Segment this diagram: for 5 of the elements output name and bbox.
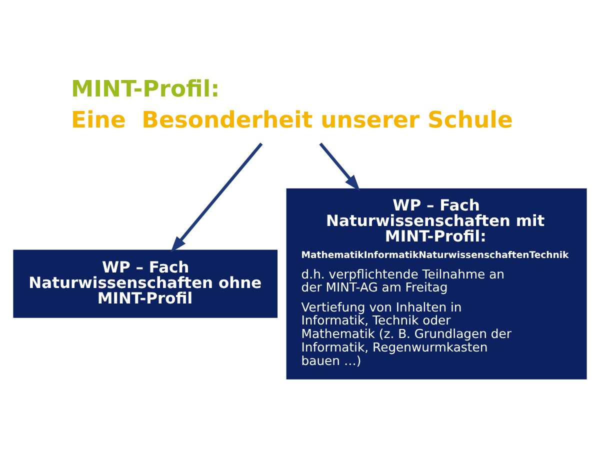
arrow: [319, 142, 360, 191]
node-text: MINT-Profil: Eine Besonderheit unserer Schule: [71, 76, 513, 134]
arrow: [170, 142, 263, 252]
node-box: WP – Fach Naturwissenschaften mit MINT-Profil: MathematikInformatikNaturwissenschaftenTechnik d.h. verpflichtende Teilnahme an der MINT-AG am Freitag Vertiefung von Inhalten in Informatik, Technik oder Mathematik (z. B. Grundlagen der Informatik, Regenwurmkasten bauen …): [285, 186, 588, 380]
node-box: WP – Fach Naturwissenschaften ohne MINT-Profil: [12, 248, 279, 318]
